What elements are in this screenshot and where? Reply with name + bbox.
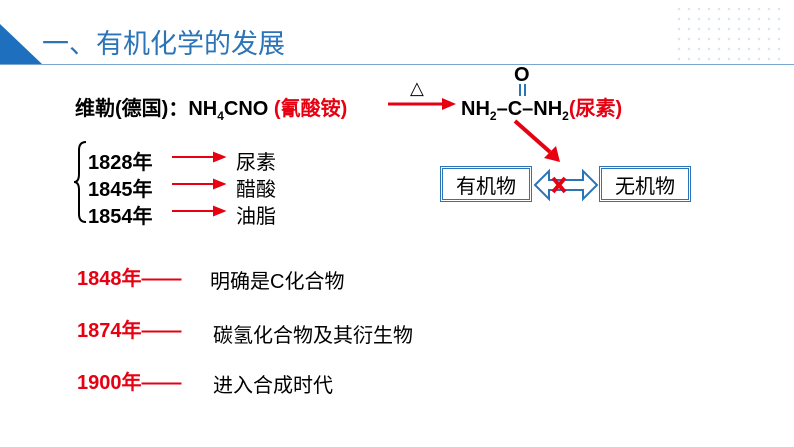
decorative-dot-pattern <box>674 4 784 64</box>
milestone-year: 1848年—— <box>77 268 182 290</box>
early-year: 1828年 <box>88 152 153 174</box>
milestone-text: 进入合成时代 <box>213 375 333 397</box>
wohler-line: 维勒(德国)：NH4CNO (氰酸铵) <box>75 92 347 123</box>
early-year: 1854年 <box>88 206 153 228</box>
early-item: 油脂 <box>236 206 276 228</box>
milestone-year: 1874年—— <box>77 320 182 342</box>
milestone-year: 1900年—— <box>77 372 182 394</box>
early-arrows-icon <box>172 151 226 217</box>
milestone-text: 碳氢化合物及其衍生物 <box>213 325 413 347</box>
reaction-arrow-icon <box>388 98 456 110</box>
subscript: 2 <box>562 109 569 123</box>
early-item: 尿素 <box>236 152 276 174</box>
heat-symbol: △ <box>410 78 424 98</box>
formula: CNO <box>223 98 269 120</box>
double-bond <box>519 84 526 96</box>
diagonal-arrow-icon <box>513 119 560 162</box>
reactant-name: (氰酸铵) <box>273 98 348 120</box>
subscript: 4 <box>217 109 224 123</box>
nh: NH <box>533 98 563 120</box>
urea-name: (尿素) <box>568 98 623 120</box>
carbon: –C– <box>496 98 534 120</box>
organic-box: 有机物 <box>440 166 532 202</box>
page-title: 一、有机化学的发展 <box>42 29 285 59</box>
double-arrow-crossed-icon <box>533 168 599 202</box>
nh: NH <box>461 98 490 120</box>
urea-oxygen: O <box>514 64 530 86</box>
early-item: 醋酸 <box>236 179 276 201</box>
subscript: 2 <box>489 109 497 123</box>
title-decoration <box>0 24 794 65</box>
urea-formula: NH2–C–NH2(尿素) <box>461 92 622 123</box>
inorganic-box: 无机物 <box>599 166 691 202</box>
early-year: 1845年 <box>88 179 153 201</box>
title-triangle-icon <box>0 24 42 64</box>
wohler-label: 维勒(德国)：NH <box>75 98 218 120</box>
left-brace-icon <box>73 141 87 223</box>
milestone-text: 明确是C化合物 <box>210 271 345 293</box>
